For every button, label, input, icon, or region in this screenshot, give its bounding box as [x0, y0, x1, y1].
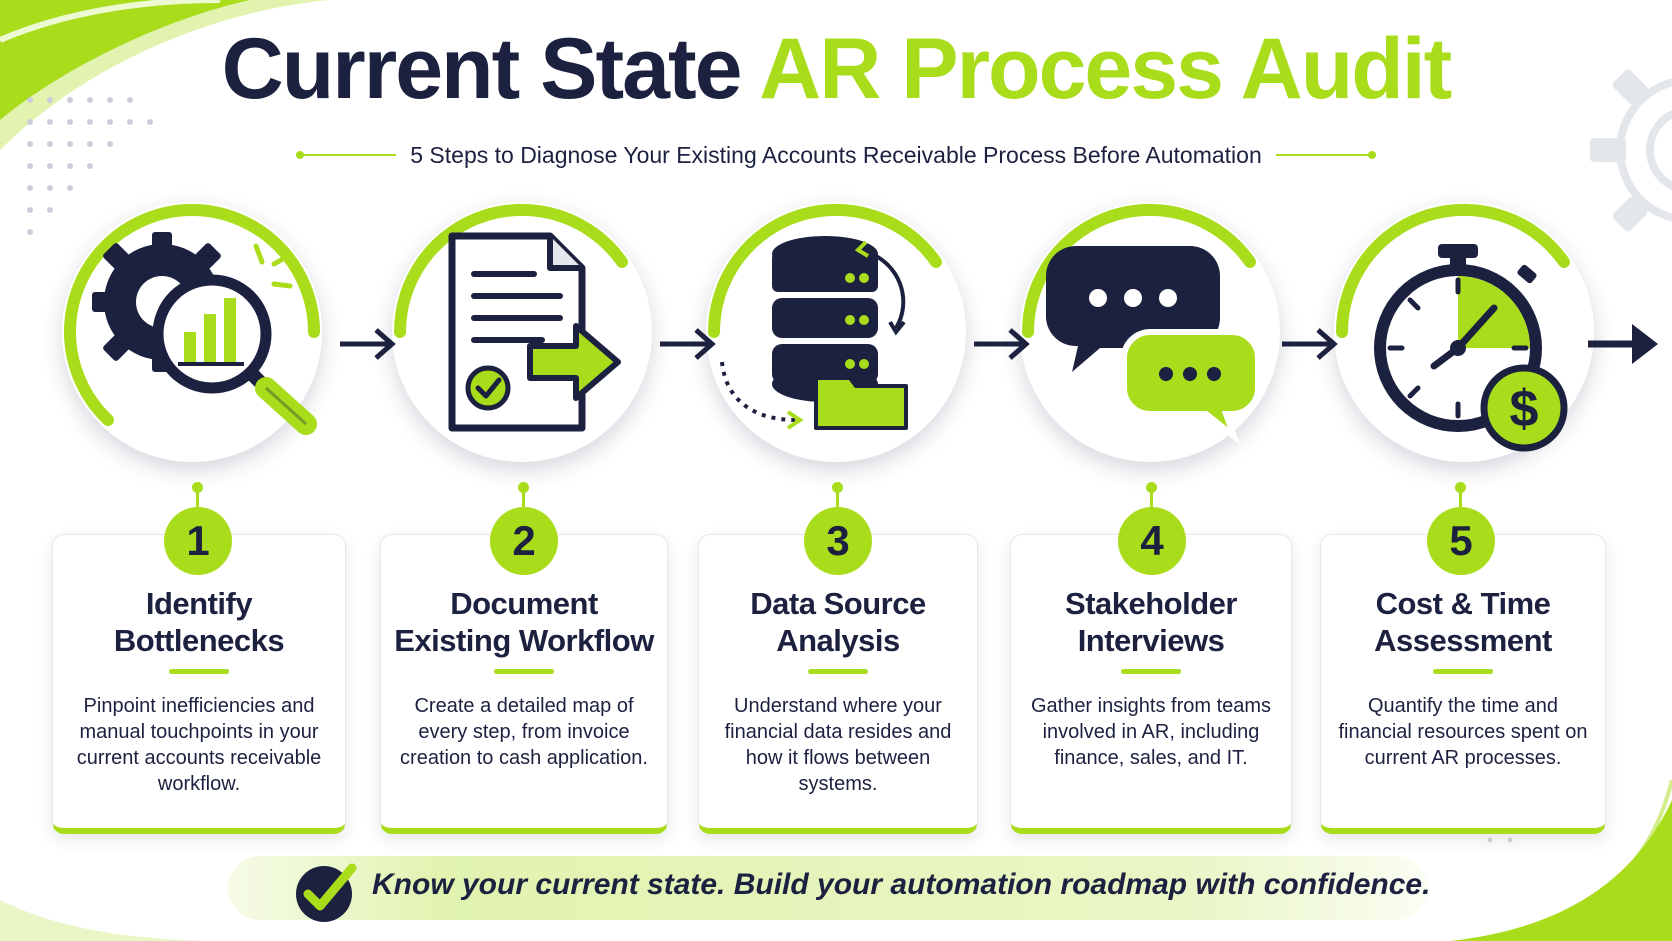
step-4-number-badge: 4 — [1118, 507, 1186, 575]
step-3-icon-circle — [706, 202, 966, 462]
page-title: Current State AR Process Audit — [0, 22, 1672, 117]
flow-arrow-1 — [340, 328, 396, 360]
magnifier-gear-chart-icon — [92, 232, 317, 435]
step-2-description: Create a detailed map of every step, fro… — [400, 695, 648, 769]
svg-text:$: $ — [1510, 380, 1539, 438]
step-3-number-badge: 3 — [804, 507, 872, 575]
footer-tagline: Know your current state. Build your auto… — [372, 868, 1431, 901]
subtitle-rule-left — [296, 151, 397, 159]
step-2-icon-circle — [392, 202, 652, 462]
step-1-number-badge: 1 — [164, 507, 232, 575]
flow-arrow-end — [1588, 324, 1658, 364]
step-4-icon-circle — [1020, 202, 1280, 462]
step-5-rule — [1433, 669, 1493, 674]
step-5-number-badge: 5 — [1427, 507, 1495, 575]
step-5-icon-circle: $ — [1334, 202, 1594, 462]
document-arrow-icon — [448, 232, 621, 432]
chat-bubbles-icon — [1046, 246, 1261, 445]
stopwatch-dollar-icon: $ — [1374, 244, 1568, 452]
footer-band — [228, 856, 1428, 920]
background-swoosh-bottom-left — [0, 900, 200, 941]
step-2-rule — [494, 669, 554, 674]
step-5-description: Quantify the time and financial resource… — [1338, 695, 1588, 769]
subtitle-rule-right — [1275, 151, 1376, 159]
step-1-description: Pinpoint inefficiencies and manual touch… — [76, 695, 322, 795]
step-4-rule — [1121, 669, 1181, 674]
subtitle-row: 5 Steps to Diagnose Your Existing Accoun… — [0, 138, 1672, 172]
flow-arrow-3 — [974, 328, 1030, 360]
title-part-2: AR Process Audit — [759, 21, 1452, 117]
step-3-description: Understand where your financial data res… — [724, 695, 952, 795]
step-1-rule — [169, 669, 229, 674]
step-1-icon-circle — [62, 202, 322, 462]
step-3-rule — [808, 669, 868, 674]
step-2-number-badge: 2 — [490, 507, 558, 575]
title-part-1: Current State — [221, 21, 743, 117]
page-subtitle: 5 Steps to Diagnose Your Existing Accoun… — [410, 141, 1262, 168]
check-circle-icon — [296, 863, 357, 922]
flow-arrow-4 — [1282, 328, 1338, 360]
step-4-description: Gather insights from teams involved in A… — [1030, 695, 1272, 769]
flow-arrow-2 — [660, 328, 716, 360]
database-folder-icon — [720, 236, 908, 430]
